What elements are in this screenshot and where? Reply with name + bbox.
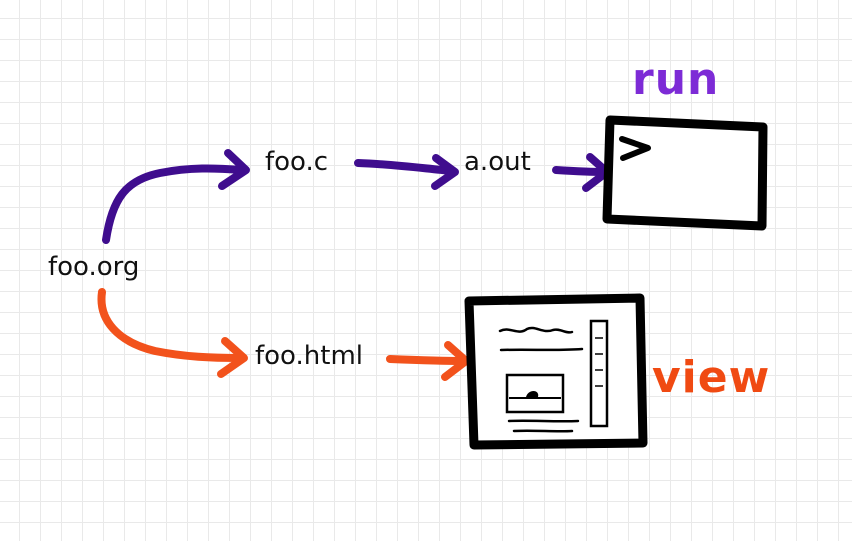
web-page-icon bbox=[464, 293, 648, 450]
node-foo-c: foo.c bbox=[265, 147, 329, 177]
arrow-org-to-c bbox=[102, 164, 246, 244]
node-foo-org: foo.org bbox=[48, 252, 140, 282]
prompt-chevron bbox=[619, 136, 651, 161]
arrowhead-c-to-aout bbox=[431, 154, 459, 190]
terminal-window-icon bbox=[602, 115, 768, 231]
page-scrollbar bbox=[589, 319, 609, 428]
arrowhead-org-to-html bbox=[217, 337, 248, 378]
node-a-out: a.out bbox=[464, 147, 531, 177]
arrowhead-html-to-browser bbox=[441, 341, 470, 381]
arrow-html-to-browser bbox=[386, 355, 467, 365]
arrow-aout-to-terminal bbox=[552, 166, 609, 176]
arrow-c-to-aout bbox=[354, 159, 456, 175]
node-foo-html: foo.html bbox=[255, 341, 363, 371]
run-label: run bbox=[632, 54, 720, 105]
page-image bbox=[505, 373, 565, 414]
arrowhead-org-to-c bbox=[218, 149, 250, 190]
arrow-org-to-html bbox=[97, 288, 244, 362]
view-label: view bbox=[652, 352, 771, 403]
